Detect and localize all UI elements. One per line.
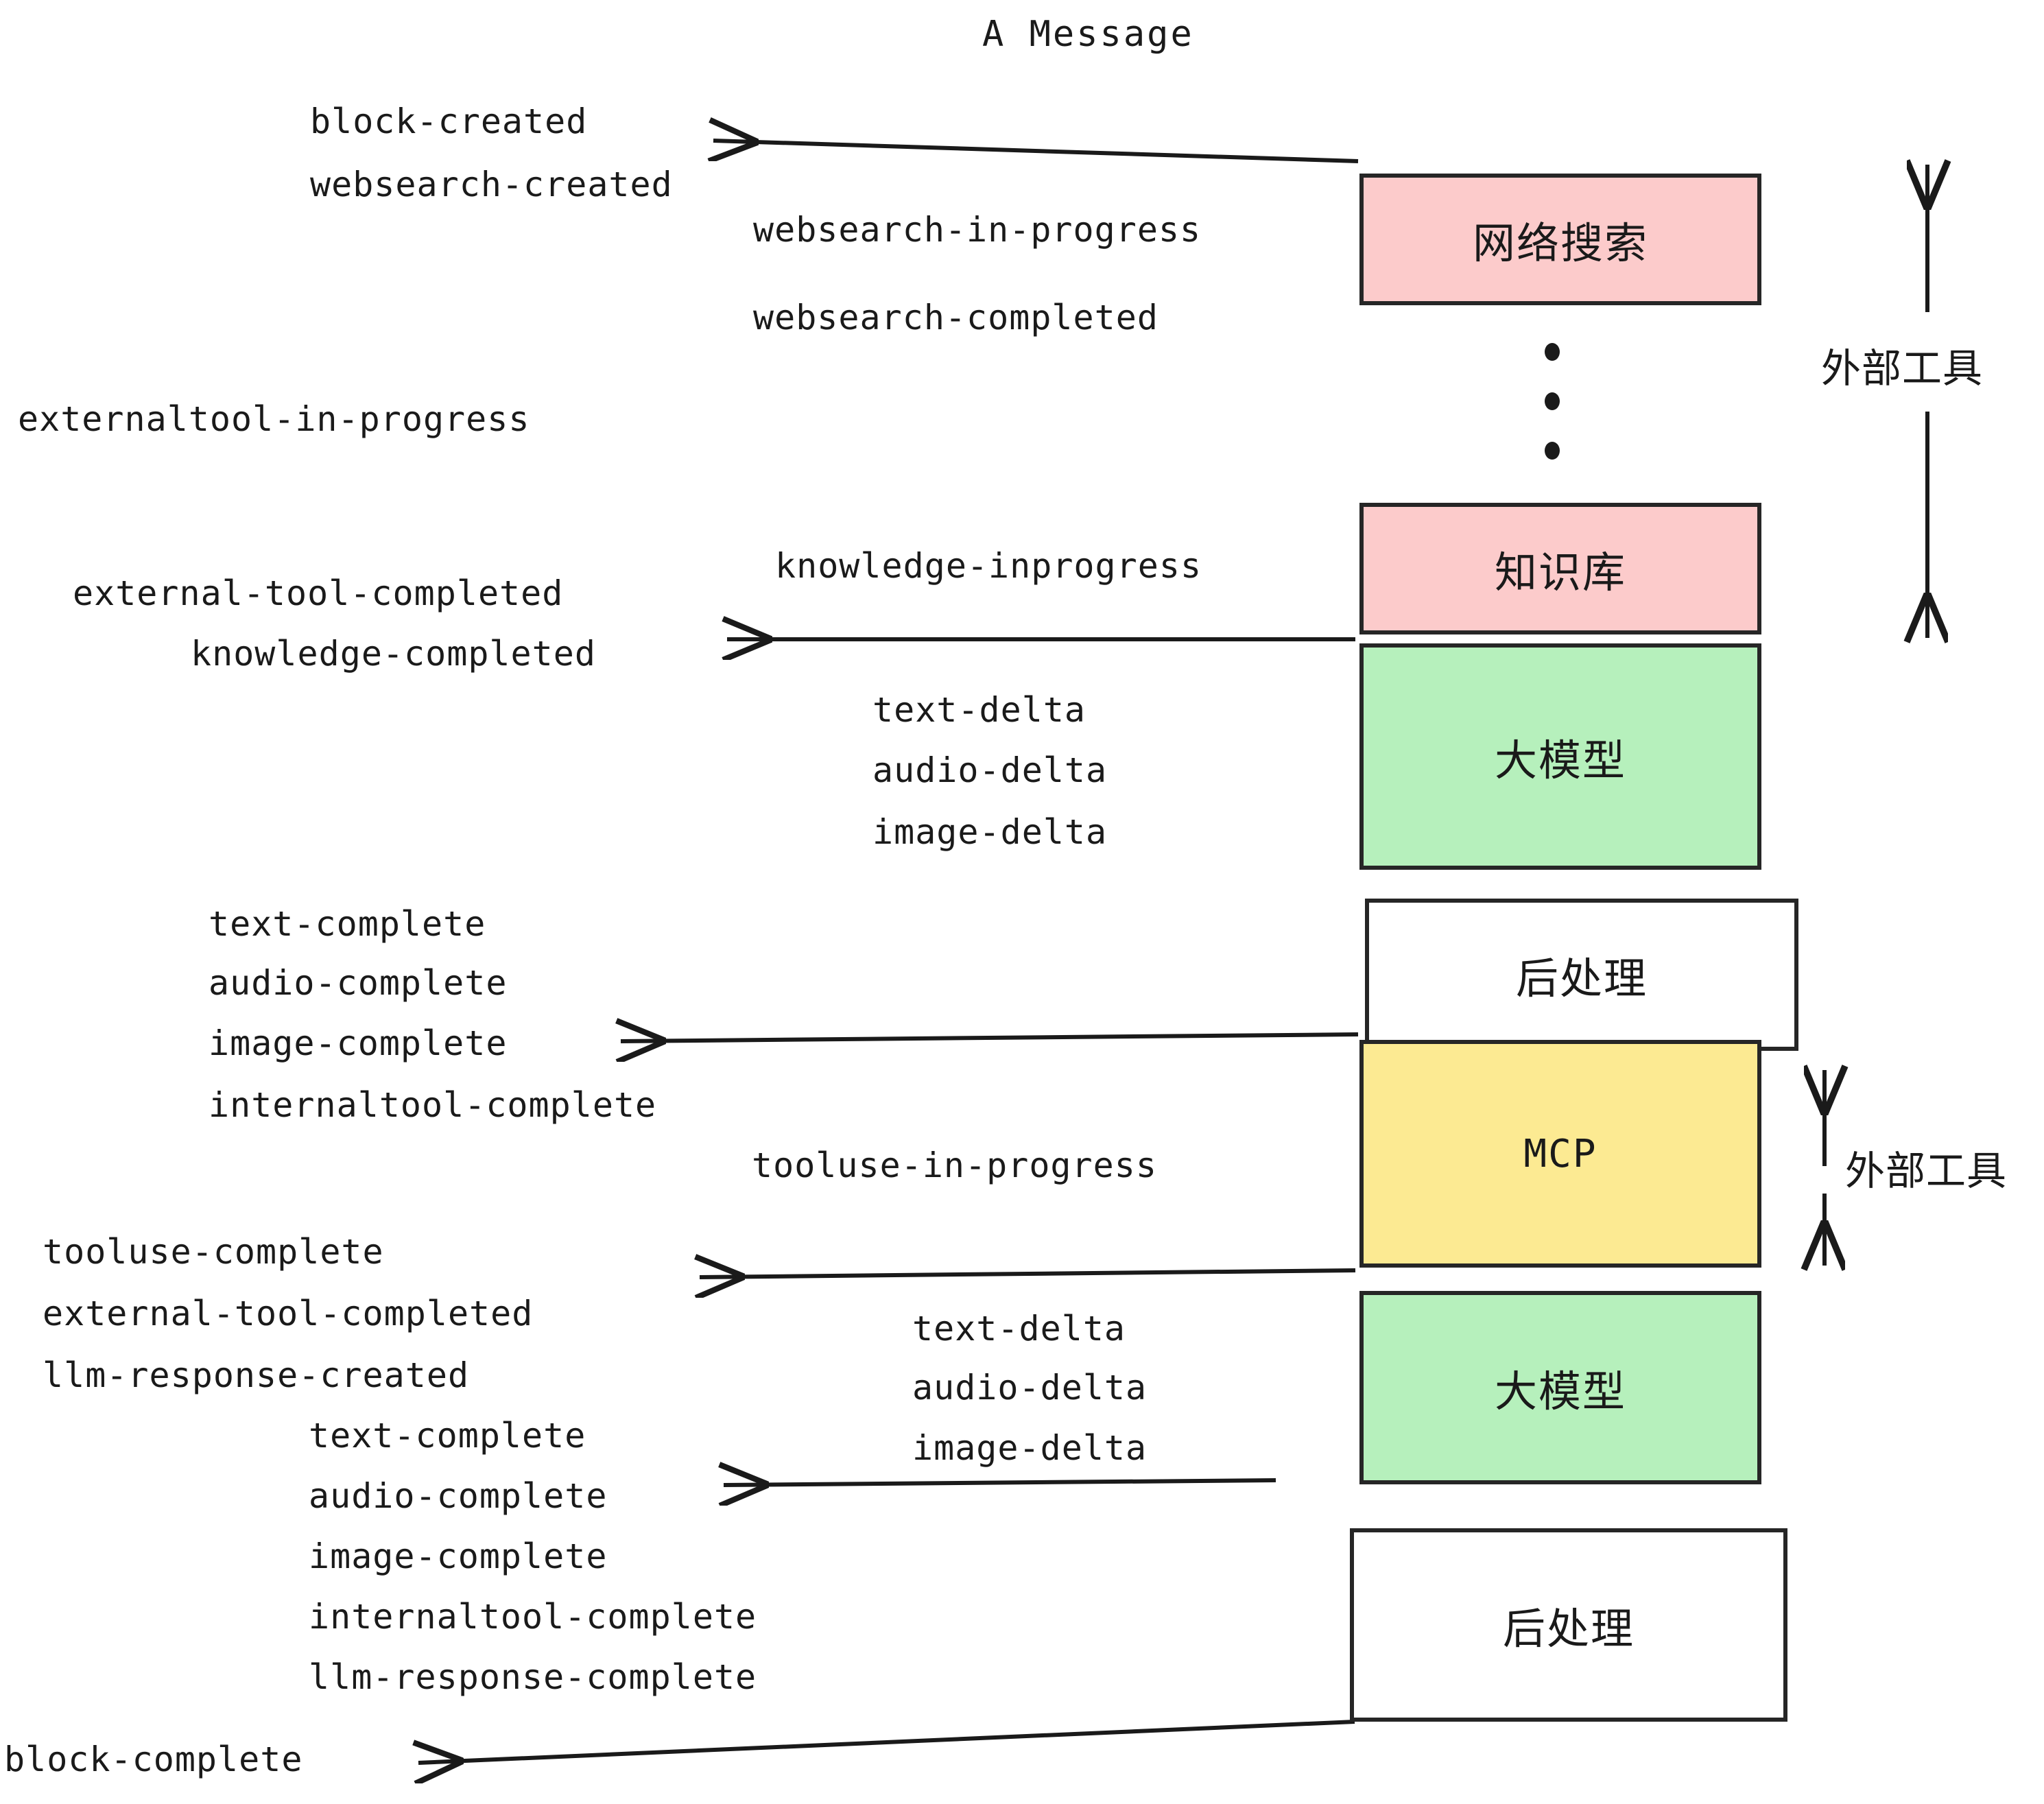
- node-llm-2-label: 大模型: [1494, 1366, 1626, 1416]
- event-text-delta-2: text-delta: [912, 1309, 1126, 1349]
- event-image-delta-2: image-delta: [912, 1428, 1148, 1468]
- event-externaltool-in-progress: externaltool-in-progress: [18, 399, 530, 439]
- event-internaltool-complete-1: internaltool-complete: [209, 1085, 657, 1125]
- label-external-tools-top: 外部工具: [1821, 345, 1984, 392]
- node-postprocess-2[interactable]: 后处理: [1350, 1528, 1787, 1722]
- event-block-created: block-created: [310, 102, 588, 141]
- event-image-complete-1: image-complete: [209, 1023, 508, 1063]
- event-audio-delta-2: audio-delta: [912, 1368, 1148, 1408]
- node-postprocess-1[interactable]: 后处理: [1365, 899, 1798, 1051]
- node-knowledge-label: 知识库: [1494, 547, 1626, 597]
- arrow-websearch-to-blockcreated: [713, 141, 1359, 163]
- event-audio-complete-2: audio-complete: [309, 1476, 608, 1516]
- event-audio-delta-1: audio-delta: [872, 750, 1108, 790]
- node-llm-1-label: 大模型: [1494, 735, 1626, 785]
- arrow-postprocess2-to-blockcomplete: [418, 1720, 1355, 1763]
- node-postprocess-1-label: 后处理: [1515, 953, 1648, 1004]
- node-websearch-label: 网络搜索: [1472, 218, 1648, 268]
- node-llm-2[interactable]: 大模型: [1359, 1291, 1761, 1484]
- event-llm-response-complete: llm-response-complete: [309, 1657, 757, 1697]
- event-knowledge-inprogress: knowledge-inprogress: [775, 546, 1202, 586]
- node-mcp-label: MCP: [1523, 1131, 1597, 1176]
- event-websearch-completed: websearch-completed: [753, 298, 1158, 337]
- event-block-complete: block-complete: [4, 1740, 303, 1779]
- event-image-delta-1: image-delta: [872, 812, 1108, 852]
- arrow-llm1-to-imagecomplete: [621, 1034, 1359, 1041]
- arrow-llm2-to-audiocomplete: [724, 1480, 1276, 1485]
- node-websearch[interactable]: 网络搜索: [1359, 174, 1761, 305]
- event-audio-complete-1: audio-complete: [209, 963, 508, 1003]
- node-mcp[interactable]: MCP: [1359, 1040, 1761, 1268]
- event-websearch-created: websearch-created: [310, 165, 673, 204]
- page-title: A Message: [982, 14, 1194, 55]
- event-tooluse-in-progress: tooluse-in-progress: [752, 1146, 1157, 1185]
- event-websearch-in-progress: websearch-in-progress: [753, 210, 1202, 250]
- label-external-tools-bottom: 外部工具: [1845, 1148, 2008, 1194]
- event-external-tool-completed-1: external-tool-completed: [73, 573, 564, 613]
- vertical-ellipsis: [1543, 343, 1561, 460]
- node-llm-1[interactable]: 大模型: [1359, 643, 1761, 870]
- node-postprocess-2-label: 后处理: [1502, 1604, 1635, 1654]
- arrow-mcp-to-tooluse: [700, 1270, 1356, 1277]
- event-internaltool-complete-2: internaltool-complete: [309, 1597, 757, 1637]
- event-tooluse-complete: tooluse-complete: [43, 1232, 384, 1272]
- event-image-complete-2: image-complete: [309, 1536, 608, 1576]
- event-text-complete-1: text-complete: [209, 904, 486, 944]
- node-knowledge[interactable]: 知识库: [1359, 503, 1761, 634]
- event-knowledge-completed: knowledge-completed: [191, 634, 596, 674]
- event-llm-response-created: llm-response-created: [43, 1355, 470, 1395]
- event-external-tool-completed-2: external-tool-completed: [43, 1294, 534, 1333]
- event-text-delta-1: text-delta: [872, 690, 1086, 730]
- event-text-complete-2: text-complete: [309, 1416, 586, 1456]
